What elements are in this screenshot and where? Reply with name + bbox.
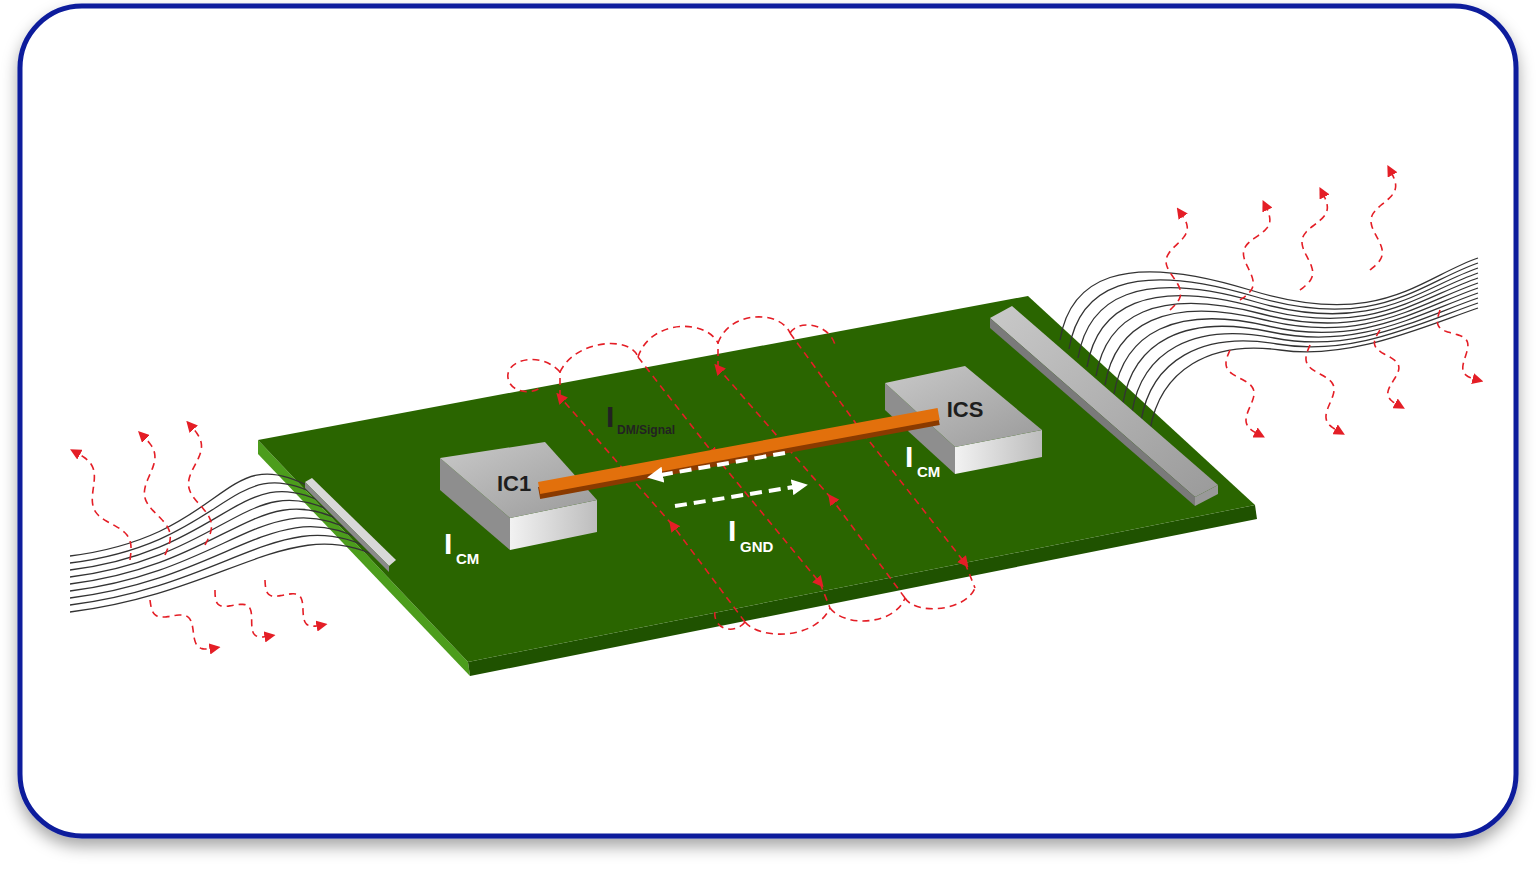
field-line [508,359,560,391]
current-symbol: I [444,529,452,559]
circuit-board [258,296,1257,676]
connector [990,306,1218,506]
ic-chip: IC1 [489,467,539,501]
field-line [1370,170,1396,270]
cable-wire [1096,278,1478,376]
field-line [150,600,215,649]
field-line [215,590,270,637]
ic-chip: ICS [939,393,992,427]
pcb-trace [539,414,939,493]
cable-wire [70,518,357,591]
field-line [1240,205,1270,300]
frame [20,6,1516,836]
cable-wire [70,509,348,584]
field-line [790,333,863,433]
ribbon-cable [70,474,384,612]
connector [305,478,396,572]
current-subscript: CM [917,464,940,479]
field-line [965,563,975,588]
field-line [1306,345,1340,432]
trace-top [539,414,939,488]
cable-wire [1141,303,1478,421]
cable-wire [1060,258,1478,340]
field-line [820,583,830,608]
field-line [1374,330,1400,406]
field-lines [75,170,1478,649]
field-line [189,425,212,545]
field-line [560,344,638,372]
cable-wire [1123,293,1478,403]
current-symbol: I [905,442,913,472]
field-line [1300,192,1327,290]
cable-wire [70,535,375,605]
cable-wire [1150,308,1478,430]
field-line [718,317,790,343]
field-line [559,372,561,397]
current-subscript: CM [456,551,479,566]
field-line [1166,212,1187,310]
field-line [75,452,131,560]
cable-wire [1105,283,1478,385]
current-subscript: DM/Signal [617,424,675,436]
field-line [830,598,905,621]
field-line [638,357,714,455]
return-current-arrow [675,486,800,506]
ic-package [440,442,597,550]
current-symbol: I [606,402,614,432]
field-line [142,435,170,555]
field-line [1226,350,1260,435]
signal-current-arrow [655,453,785,476]
cable-wire [70,474,312,556]
cable-wire [70,544,384,612]
current-subscript: GND [740,539,773,554]
field-line [638,326,718,357]
field-line [745,608,830,634]
chip-label: ICS [947,397,984,423]
field-line [265,580,322,626]
cable-wire [70,500,339,577]
field-line [905,588,975,609]
cable-wire [70,492,330,570]
field-line [715,610,745,629]
field-line [832,499,906,599]
field-line [790,325,835,345]
field-line [714,455,820,584]
field-line [717,343,719,368]
current-symbol: I [728,516,736,546]
field-line [1437,310,1478,380]
chip-label: IC1 [497,471,531,497]
cable-wire [70,527,366,598]
cable-wire [70,483,321,563]
